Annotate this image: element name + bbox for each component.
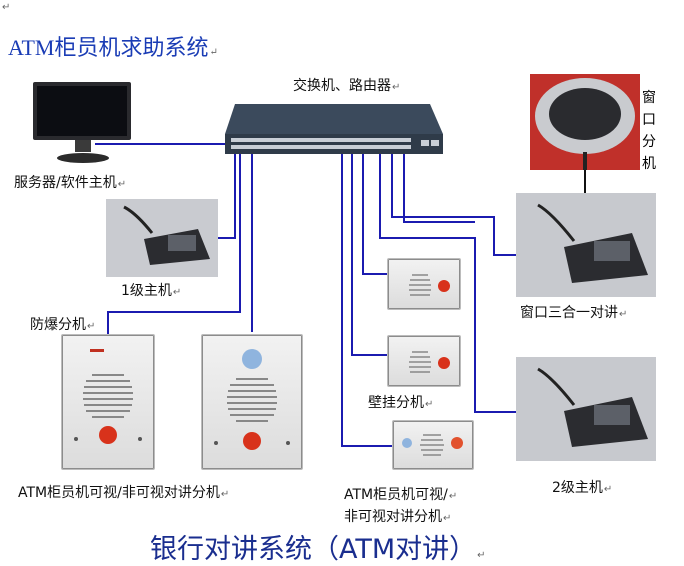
monitor-icon [33,82,131,163]
window-extension-photo [530,74,640,170]
server-monitor [33,82,133,164]
host-level1-label: 1级主机↵ [121,283,182,299]
switch-label: 交换机、路由器↵ [293,78,401,94]
paragraph-mark: ↵ [209,47,218,58]
explosion-proof-extension-2 [201,334,303,470]
window-3in1-photo [516,193,656,297]
desk-microphone-icon [516,357,656,461]
desk-microphone-icon [516,193,656,297]
video-speaker-panel-icon [214,349,290,450]
round-microphone-icon [535,78,635,170]
link-wall-ext-2 [351,152,387,356]
explosion-proof-label: 防爆分机↵ [30,317,96,333]
atm-visual-extension [392,420,474,470]
switch-icon [225,104,443,154]
window-3in1-label: 窗口三合一对讲↵ [520,305,628,321]
link-level2 [379,152,517,413]
atm-extension-mid-label: ATM柜员机可视/↵ 非可视对讲分机↵ [344,487,458,525]
link-window-ext [403,152,475,223]
server-label: 服务器/软件主机↵ [14,175,127,191]
wall-extension-2 [387,335,461,387]
wall-panel-icon [409,351,450,373]
bottom-caption: 银行对讲系统（ATM对讲）↵ [150,534,486,565]
link-host1 [218,152,236,239]
desk-microphone-icon [106,199,218,277]
window-extension-label: 窗 口 分 机 [642,90,656,171]
visual-panel-icon [402,434,463,456]
wall-panel-icon [409,274,450,296]
paragraph-mark: ↵ [2,2,11,13]
atm-extension-left-label: ATM柜员机可视/非可视对讲分机↵ [18,485,230,501]
host-level1-photo [106,199,218,277]
host-level2-photo [516,357,656,461]
link-atm-mid [341,152,392,447]
link-wall-ext-1 [362,152,387,275]
wall-extension-1 [387,258,461,310]
network-switch [225,104,443,154]
explosion-proof-extension-1 [61,334,155,470]
diagram-title: ATM柜员机求助系统↵ [8,30,218,62]
speaker-panel-icon [74,349,142,444]
host-level2-label: 2级主机↵ [552,480,613,496]
wall-extension-label: 壁挂分机↵ [368,395,434,411]
title-text: ATM柜员机求助系统 [8,35,209,60]
link-explosion-left [107,152,241,336]
